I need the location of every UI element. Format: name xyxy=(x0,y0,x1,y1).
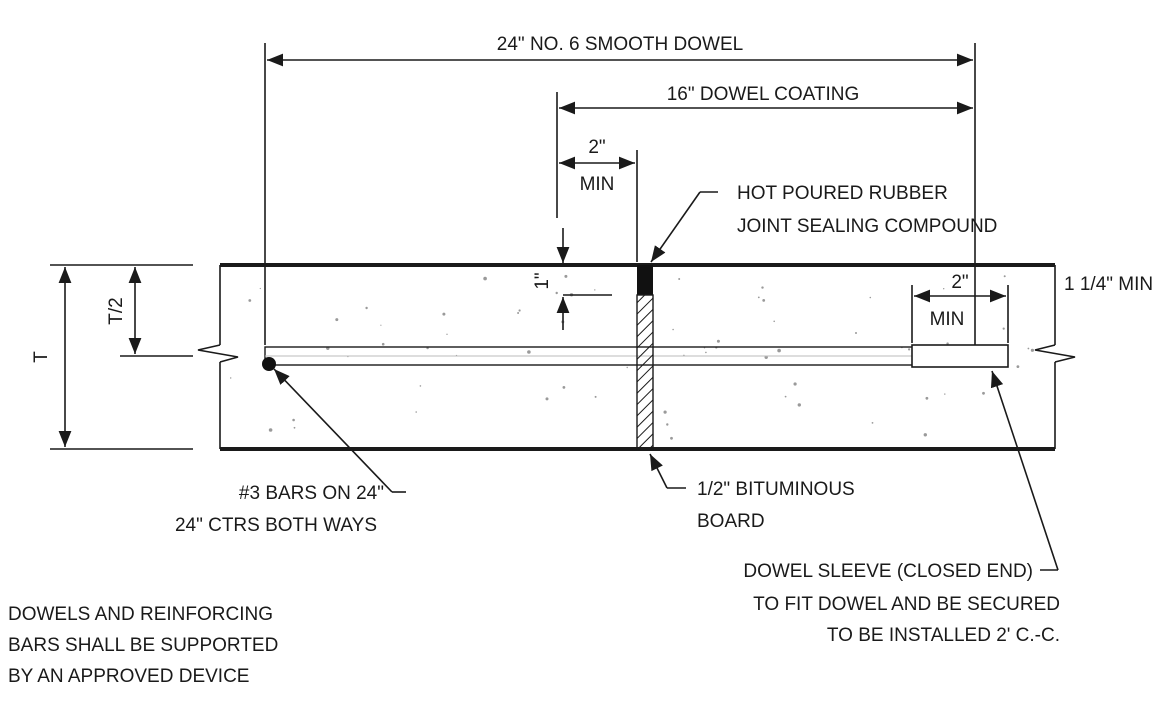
concrete-speck xyxy=(757,296,760,299)
dim-left-min: 2" MIN xyxy=(556,137,638,262)
concrete-speck xyxy=(784,395,787,398)
right-break-symbol xyxy=(1034,344,1076,363)
dowel-length-label: 24" NO. 6 SMOOTH DOWEL xyxy=(497,34,743,55)
concrete-speck xyxy=(716,339,720,343)
dim-slab-thickness: T T/2 xyxy=(31,264,193,450)
callout-bars: #3 BARS ON 24" 24" CTRS BOTH WAYS xyxy=(175,368,406,536)
dowel-sleeve xyxy=(911,344,1009,368)
concrete-speck xyxy=(793,382,797,386)
sealant-block xyxy=(637,265,653,295)
concrete-speck xyxy=(773,320,775,323)
note-line1: DOWELS AND REINFORCING xyxy=(8,604,273,625)
dowel-bar xyxy=(264,344,1009,368)
concrete-speck xyxy=(925,396,929,400)
dowel-coating-label: 16" DOWEL COATING xyxy=(667,84,860,105)
concrete-speck xyxy=(762,299,766,302)
bars-line2: 24" CTRS BOTH WAYS xyxy=(175,515,377,536)
dim-dowel-coating: 16" DOWEL COATING xyxy=(556,84,973,150)
concrete-speck xyxy=(663,410,667,414)
left-break-symbol xyxy=(197,344,239,363)
left-min-label: MIN xyxy=(580,174,615,195)
concrete-speck xyxy=(869,296,872,299)
concrete-speck xyxy=(446,333,448,335)
bars-line1: #3 BARS ON 24" xyxy=(239,483,384,504)
concrete-speck xyxy=(483,276,487,281)
general-notes: DOWELS AND REINFORCING BARS SHALL BE SUP… xyxy=(8,604,278,687)
concrete-speck xyxy=(777,348,781,353)
note-line3: BY AN APPROVED DEVICE xyxy=(8,666,249,687)
concrete-speck xyxy=(923,433,927,437)
board-line2: BOARD xyxy=(697,511,765,532)
concrete-speck xyxy=(564,274,568,278)
concrete-speck xyxy=(527,350,531,354)
rebar-section-dot xyxy=(262,357,276,371)
concrete-speck xyxy=(943,288,945,290)
concrete-speck xyxy=(672,328,674,331)
sleeve-line1: DOWEL SLEEVE (CLOSED END) xyxy=(743,561,1033,582)
concrete-speck xyxy=(293,426,296,429)
concrete-speck xyxy=(1002,327,1005,330)
concrete-speck xyxy=(761,286,764,289)
concrete-speck xyxy=(1027,347,1030,350)
concrete-speck xyxy=(855,332,857,334)
right-min-value: 2" xyxy=(951,272,968,293)
concrete-speck xyxy=(292,418,295,422)
concrete-speck xyxy=(944,393,946,395)
concrete-speck xyxy=(982,391,985,395)
dim-right-min: 2" MIN xyxy=(911,272,1009,343)
half-thickness-label: T/2 xyxy=(106,297,127,324)
concrete-speck xyxy=(626,366,628,369)
concrete-speck xyxy=(797,403,801,407)
note-line2: BARS SHALL BE SUPPORTED xyxy=(8,635,278,656)
dim-sealant-depth: 1" xyxy=(532,228,612,330)
callout-sleeve: DOWEL SLEEVE (CLOSED END) TO FIT DOWEL A… xyxy=(743,370,1060,646)
concrete-speck xyxy=(666,423,669,426)
concrete-speck xyxy=(415,411,418,413)
sealant-line2: JOINT SEALING COMPOUND xyxy=(737,216,997,237)
right-min-label: MIN xyxy=(930,309,965,330)
slab-thickness-label: T xyxy=(31,351,52,363)
sleeve-clearance-label: 1 1/4" MIN xyxy=(1064,274,1153,295)
concrete-speck xyxy=(871,422,874,424)
sleeve-line2: TO FIT DOWEL AND BE SECURED xyxy=(753,594,1060,615)
concrete-speck xyxy=(1030,348,1034,352)
concrete-speck xyxy=(705,351,707,354)
concrete-speck xyxy=(419,385,422,387)
sleeve-line3: TO BE INSTALLED 2' C.-C. xyxy=(827,625,1060,646)
concrete-speck xyxy=(518,309,521,312)
concrete-speck xyxy=(248,299,252,302)
concrete-speck xyxy=(268,428,273,432)
concrete-speck xyxy=(335,318,339,322)
expansion-joint xyxy=(636,265,654,450)
left-min-value: 2" xyxy=(588,137,605,158)
concrete-speck xyxy=(365,306,368,310)
callout-board: 1/2" BITUMINOUS BOARD xyxy=(649,453,855,532)
concrete-speck xyxy=(678,278,681,280)
concrete-speck xyxy=(594,289,596,291)
sealant-depth-label: 1" xyxy=(532,272,553,289)
concrete-speck xyxy=(670,436,673,440)
concrete-speck xyxy=(381,342,385,346)
concrete-speck xyxy=(594,395,597,398)
callout-sealant: HOT POURED RUBBER JOINT SEALING COMPOUND xyxy=(650,183,997,263)
concrete-speck xyxy=(562,386,566,389)
concrete-speck xyxy=(517,312,520,314)
bituminous-board xyxy=(636,294,654,450)
concrete-speck xyxy=(1016,365,1020,368)
board-line1: 1/2" BITUMINOUS xyxy=(697,479,855,500)
concrete-speck xyxy=(230,377,232,379)
concrete-speck xyxy=(946,342,949,345)
concrete-speck xyxy=(380,324,382,326)
concrete-speck xyxy=(1003,275,1006,278)
concrete-speck xyxy=(442,312,446,316)
concrete-speck xyxy=(545,397,549,401)
concrete-speck xyxy=(555,291,558,295)
concrete-speck xyxy=(908,348,911,351)
sealant-line1: HOT POURED RUBBER xyxy=(737,183,948,204)
concrete-speck xyxy=(259,287,261,290)
